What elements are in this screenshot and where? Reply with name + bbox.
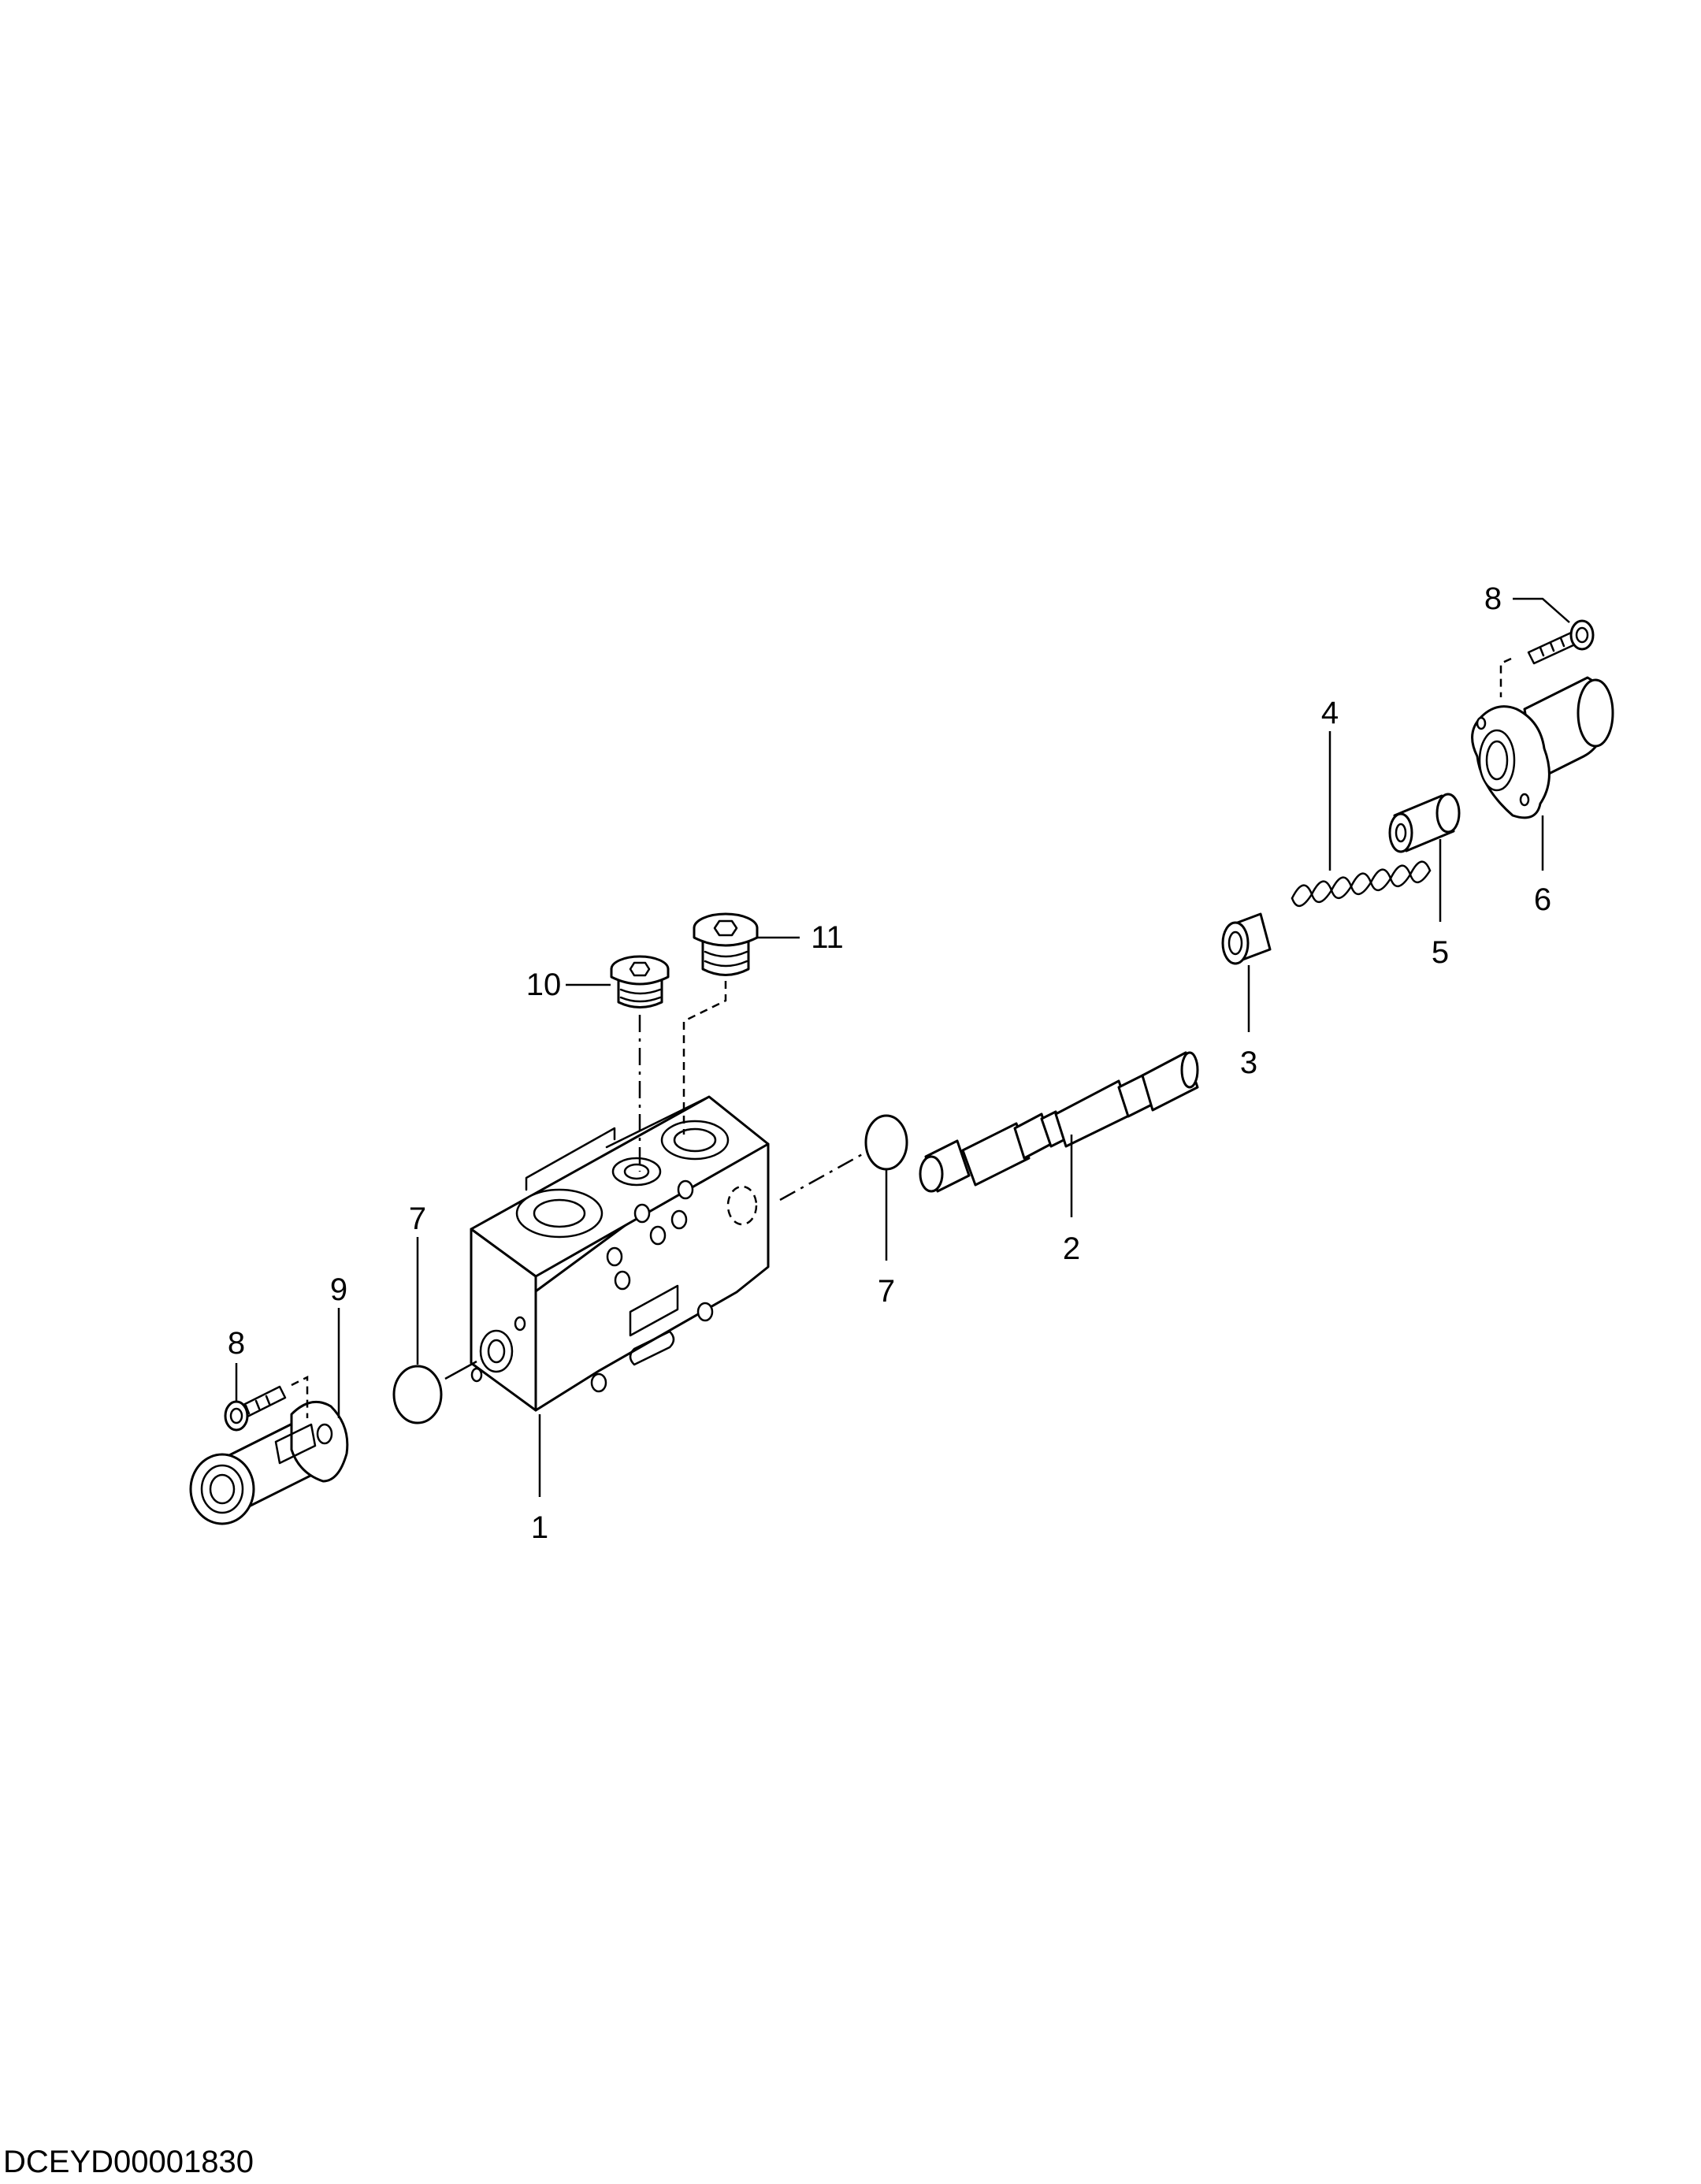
cover-left [189, 1400, 349, 1525]
callout-4: 4 [1321, 696, 1339, 730]
callout-2: 2 [1063, 1231, 1080, 1266]
spring-seat [1388, 793, 1461, 853]
centerline-o-ring-left [444, 1360, 477, 1380]
o-ring-left [392, 1365, 443, 1424]
bolt-top-right [1527, 619, 1595, 665]
cover-right [1471, 676, 1614, 819]
centerline-plug-large [682, 981, 727, 1135]
callout-9: 9 [330, 1272, 347, 1307]
plug-large [693, 912, 759, 976]
bolt-left [224, 1385, 287, 1432]
callout-5: 5 [1432, 935, 1449, 970]
leader-8a [1513, 597, 1570, 623]
callout-1: 1 [531, 1510, 548, 1545]
o-ring-right [864, 1114, 908, 1171]
centerline-bolt-left [291, 1375, 309, 1418]
centerline-bolt-right [1499, 657, 1512, 697]
callout-8-top: 8 [1484, 581, 1502, 616]
centerline-spool [779, 1150, 867, 1202]
callout-7-right: 7 [878, 1274, 895, 1309]
valve-body [470, 1095, 770, 1412]
callout-11: 11 [811, 920, 844, 955]
callout-3: 3 [1240, 1046, 1257, 1080]
callout-7-left: 7 [409, 1202, 426, 1236]
plug-small [610, 955, 670, 1008]
spool [919, 1051, 1199, 1193]
callout-8-left: 8 [228, 1326, 245, 1361]
callout-10: 10 [526, 968, 562, 1002]
bushing [1221, 912, 1272, 965]
callout-6: 6 [1534, 882, 1551, 917]
document-id: DCEYD00001830 [3, 2145, 254, 2179]
spring [1291, 860, 1432, 907]
